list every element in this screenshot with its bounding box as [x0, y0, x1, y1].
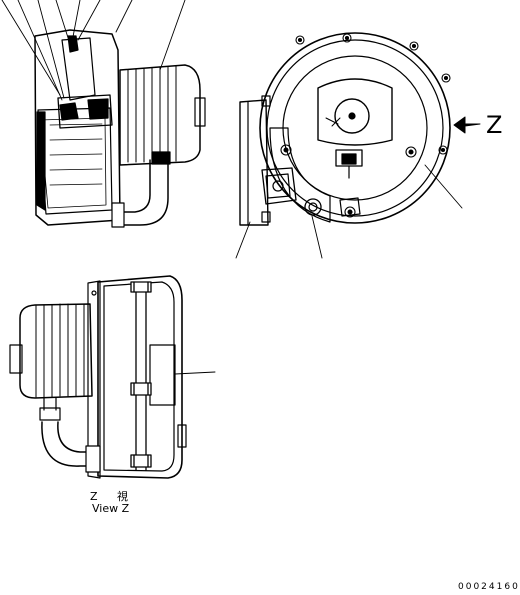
front-view-assembly — [235, 32, 481, 259]
core-cylinder — [119, 64, 201, 166]
terminal-plate — [261, 167, 297, 205]
view-z-arrow — [453, 116, 481, 134]
fan-opening — [317, 78, 393, 146]
view-z-arrow-label: Z — [486, 111, 503, 139]
leader-lines-top — [1, 0, 186, 101]
core-ribs — [127, 65, 177, 163]
blower-housing-outer — [259, 32, 451, 224]
heater-body-outline — [34, 29, 121, 226]
tie-rod — [130, 281, 152, 471]
drain-fitting — [304, 198, 322, 216]
view-z-core-ribs — [35, 303, 85, 398]
view-caption-japanese: Z 視 — [90, 490, 137, 503]
view-caption-english: View Z — [92, 502, 130, 515]
side-fin-block — [36, 111, 46, 211]
side-view-assembly — [1, 0, 206, 228]
view-z-assembly — [9, 275, 216, 479]
view-z-housing — [97, 275, 183, 479]
drawing-number: 00024160 — [458, 582, 520, 592]
fan-hub — [334, 98, 370, 134]
view-z-core — [19, 303, 93, 399]
hose-elbow — [117, 159, 169, 226]
view-z-hose — [39, 397, 61, 421]
housing-bolts — [280, 33, 451, 218]
mounting-bracket — [239, 99, 269, 226]
leader-lines-front — [235, 164, 463, 259]
